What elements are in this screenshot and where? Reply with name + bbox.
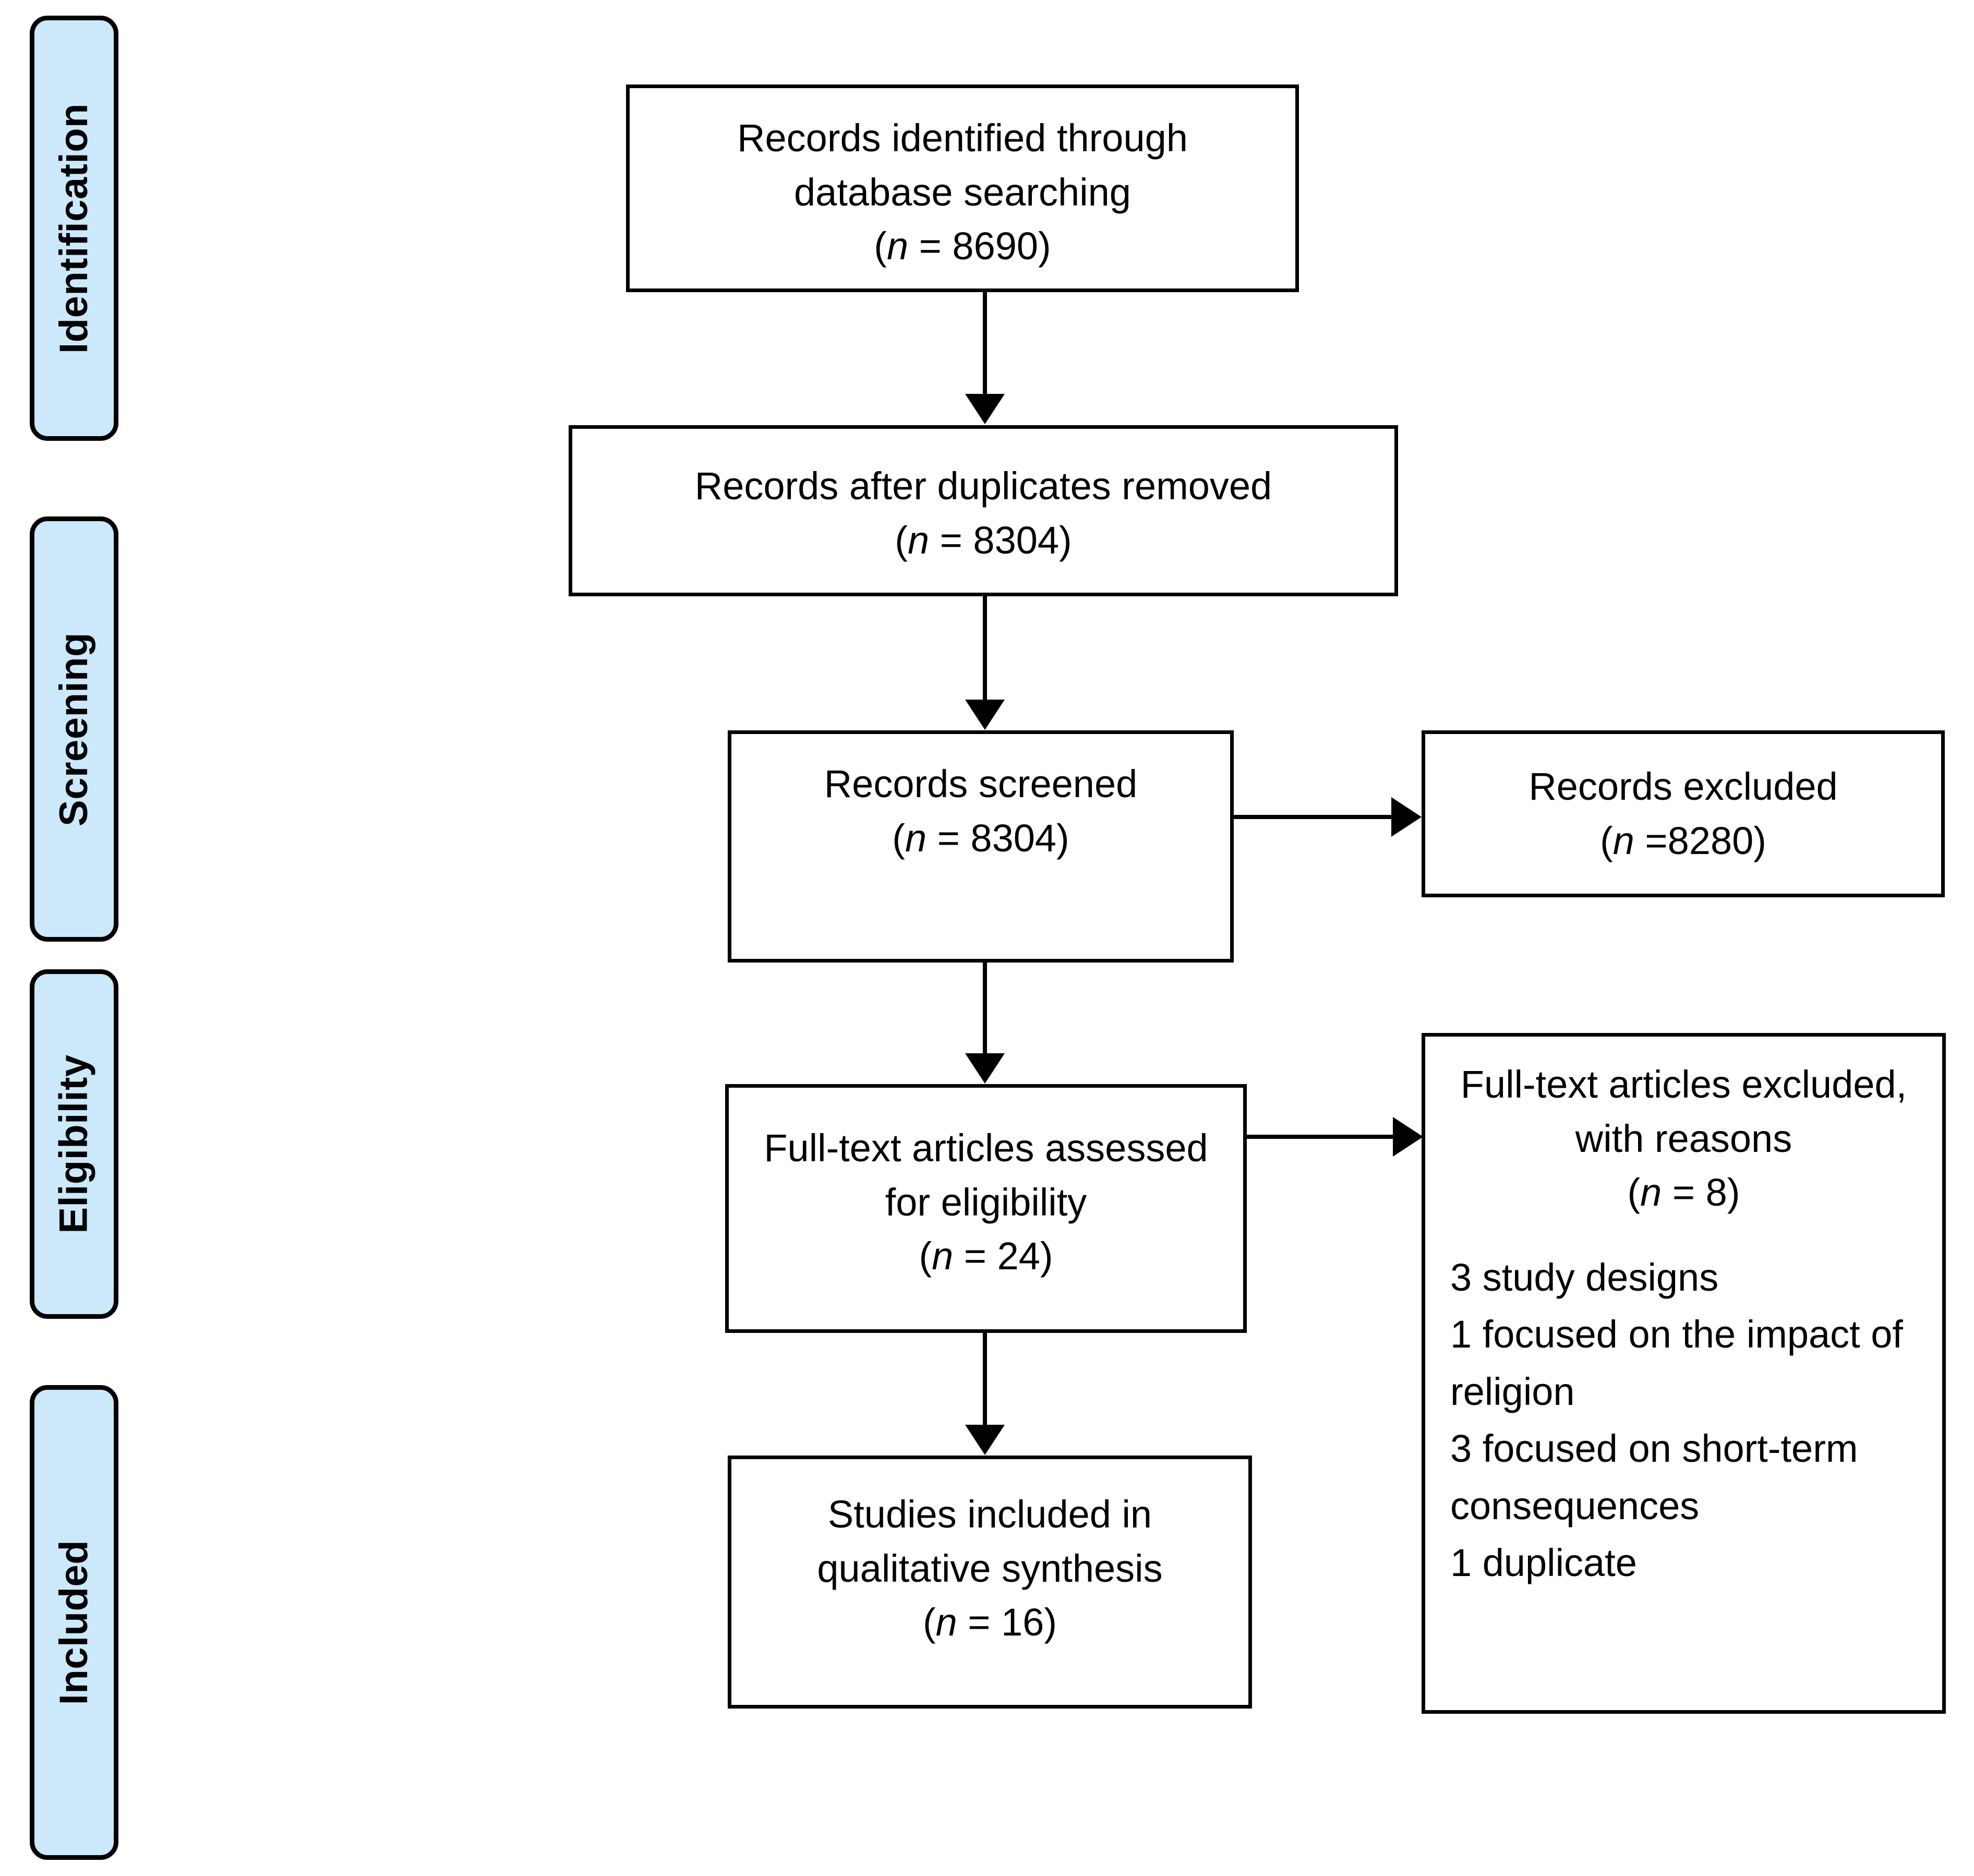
count-paren-open: (: [922, 1601, 936, 1644]
fulltext-assessed-count: (n = 24): [919, 1229, 1053, 1283]
arrow-head-screened-to-excluded: [1391, 797, 1422, 837]
count-value: = 8304): [929, 518, 1072, 562]
studies-included-line-2: qualitative synthesis: [817, 1546, 1163, 1590]
exclusion-reason-line: consequences: [1450, 1484, 1700, 1528]
stage-label-eligibility: Eligibility: [52, 1054, 96, 1234]
records-screened-count: (n = 8304): [892, 811, 1069, 865]
stage-label-identification: Identification: [52, 103, 97, 354]
count-value: = 8690): [908, 224, 1051, 268]
stage-box-included: Included: [30, 1385, 118, 1860]
studies-included-count: (n = 16): [923, 1595, 1057, 1650]
stage-label-included: Included: [52, 1540, 96, 1705]
fulltext-assessed-line-2: for eligibility: [885, 1180, 1087, 1224]
box-records-screened: Records screened (n = 8304): [728, 730, 1234, 963]
fulltext-assessed-line-1: Full-text articles assessed: [764, 1126, 1208, 1170]
records-identified-count: (n = 8690): [874, 219, 1051, 273]
fulltext-excluded-line-1: Full-text articles excluded,: [1460, 1063, 1907, 1106]
count-value: = 24): [953, 1234, 1053, 1278]
records-after-duplicates-count: (n = 8304): [895, 513, 1072, 568]
count-n-italic: n: [1612, 819, 1634, 862]
exclusion-reason-line: religion: [1450, 1369, 1575, 1413]
arrow-head-fulltext-to-included: [965, 1425, 1005, 1455]
exclusion-reason-line: 3 study designs: [1450, 1255, 1719, 1299]
box-records-excluded: Records excluded (n =8280): [1422, 730, 1945, 897]
exclusion-reason-line: 1 focused on the impact of: [1450, 1313, 1903, 1356]
records-identified-line-2: database searching: [794, 170, 1131, 214]
count-value: = 16): [957, 1601, 1057, 1644]
count-paren-open: (: [1600, 819, 1613, 862]
exclusion-reasons-list: 3 study designs 1 focused on the impact …: [1425, 1220, 1942, 1592]
records-identified-line-1: Records identified through: [737, 116, 1188, 160]
count-paren-open: (: [892, 816, 905, 860]
records-after-duplicates-line-1: Records after duplicates removed: [694, 464, 1272, 508]
box-records-after-duplicates: Records after duplicates removed (n = 83…: [569, 425, 1398, 596]
count-value: = 8): [1662, 1171, 1740, 1214]
arrow-head-screened-to-fulltext: [965, 1053, 1005, 1084]
arrow-head-duplicates-to-screened: [965, 700, 1005, 730]
exclusion-reason-line: 3 focused on short-term: [1450, 1427, 1858, 1471]
connector-line-fulltext-to-included: [983, 1333, 987, 1426]
records-excluded-count: (n =8280): [1600, 814, 1766, 868]
count-paren-open: (: [874, 224, 887, 268]
count-paren-open: (: [1627, 1171, 1641, 1214]
fulltext-excluded-line-2: with reasons: [1575, 1116, 1792, 1160]
stage-box-screening: Screening: [30, 516, 118, 942]
count-paren-open: (: [895, 518, 908, 562]
count-n-italic: n: [1640, 1171, 1662, 1214]
connector-line-fulltext-to-excluded: [1247, 1135, 1397, 1139]
studies-included-line-1: Studies included in: [827, 1493, 1152, 1536]
stage-box-identification: Identification: [30, 16, 118, 441]
exclusion-reason-line: 1 duplicate: [1450, 1541, 1637, 1585]
arrow-head-fulltext-to-excluded: [1393, 1117, 1423, 1157]
count-paren-open: (: [919, 1234, 932, 1278]
box-studies-included: Studies included in qualitative synthesi…: [728, 1456, 1252, 1709]
count-n-italic: n: [907, 518, 930, 562]
stage-box-eligibility: Eligibility: [30, 969, 118, 1319]
count-n-italic: n: [886, 224, 909, 268]
connector-line-duplicates-to-screened: [983, 596, 987, 701]
box-fulltext-assessed: Full-text articles assessed for eligibil…: [725, 1084, 1247, 1333]
box-records-identified: Records identified through database sear…: [626, 85, 1299, 292]
connector-line-screened-to-excluded: [1234, 815, 1395, 819]
records-screened-line-1: Records screened: [824, 762, 1138, 805]
connector-line-identified-to-duplicates: [983, 292, 987, 395]
count-n-italic: n: [905, 816, 927, 860]
count-n-italic: n: [932, 1234, 954, 1278]
box-fulltext-excluded: Full-text articles excluded, with reason…: [1422, 1033, 1946, 1714]
arrow-head-identified-to-duplicates: [965, 394, 1005, 424]
connector-line-screened-to-fulltext: [983, 963, 987, 1055]
fulltext-excluded-count: (n = 8): [1628, 1165, 1740, 1220]
records-excluded-line-1: Records excluded: [1528, 765, 1838, 809]
count-value: = 8304): [926, 816, 1069, 860]
count-n-italic: n: [935, 1601, 957, 1644]
stage-label-screening: Screening: [52, 632, 96, 826]
count-value: =8280): [1634, 819, 1766, 862]
